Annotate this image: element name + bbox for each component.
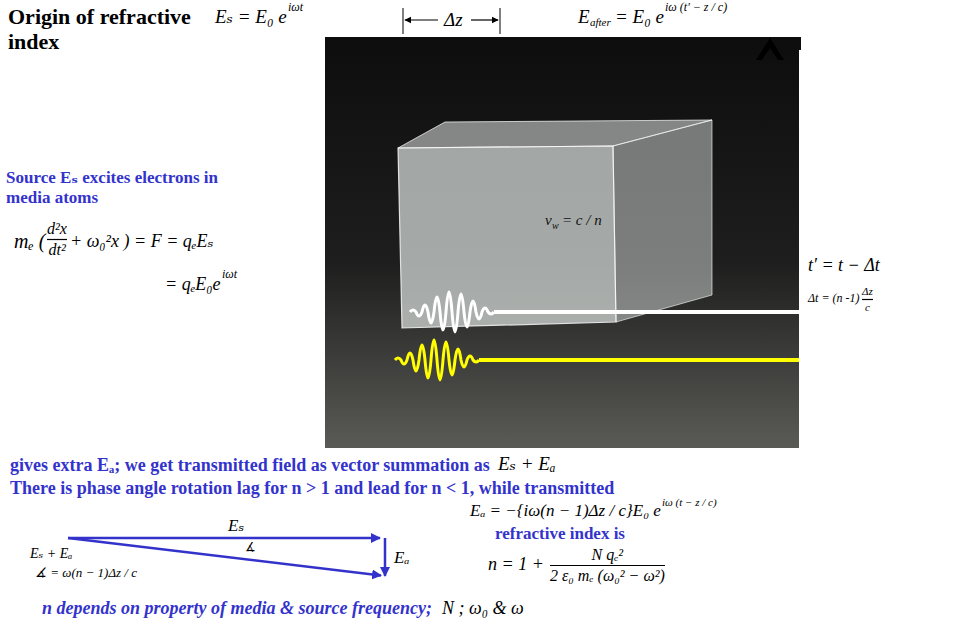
math-label: iω (t′ − z / c): [665, 1, 727, 15]
math-label: ∡ = ω(n − 1)Δz / c: [35, 566, 137, 581]
math-label: mₑ (: [14, 230, 45, 253]
wave-packet: [410, 292, 494, 332]
math-label: v: [545, 212, 552, 229]
math-label: Δz: [862, 285, 873, 298]
math-label: t′ = t − Δt: [808, 255, 880, 276]
math-label: Eₛ + Eₐ: [498, 453, 556, 475]
dimension-tick: [500, 8, 501, 34]
math-label: Eₛ + Eₐ: [30, 546, 72, 562]
dimension-arrow: [471, 19, 498, 20]
wave-packet: [395, 340, 479, 380]
math-label: Eₐ = −{iω(n − 1)Δz / c}E₀ e: [470, 501, 661, 521]
math-label: w: [552, 220, 559, 232]
math-label: Eₐ: [394, 548, 409, 568]
dimension-tick: [403, 8, 404, 34]
glass-cube-side: [613, 120, 712, 322]
math-label: Δt = (n -1): [808, 292, 859, 306]
math-label: c: [865, 301, 870, 314]
math-label: E: [578, 6, 590, 28]
math-label: iωt: [288, 1, 303, 15]
math-label: iω (t − z / c): [662, 496, 717, 509]
math-label: 2 ε₀ mₑ (ω₀² − ω²): [550, 567, 665, 585]
phasor-arrow: [384, 538, 387, 576]
beam-line: [494, 310, 801, 314]
math-label: N qₑ²: [592, 546, 624, 564]
fraction-bar: [550, 565, 665, 566]
math-label: n = 1 +: [488, 554, 544, 575]
caret-arrow: [756, 38, 784, 60]
math-label: Δz: [444, 9, 463, 31]
caption-text: gives extra Eₐ; we get transmitted field…: [10, 455, 490, 476]
math-label: N ; ω₀ & ω: [442, 598, 524, 619]
caption-text: There is phase angle rotation lag for n …: [10, 478, 614, 499]
caption-text: refractive index is: [495, 524, 625, 544]
math-label: after: [590, 16, 611, 29]
math-label: = qₑE₀e: [165, 274, 221, 295]
dimension-arrow: [405, 19, 438, 20]
caption-text: Source Eₛ excites electrons in media ato…: [6, 168, 234, 207]
math-label: ∡: [245, 541, 256, 555]
slide-title: Origin of refractive index: [8, 4, 208, 55]
caption-text: n depends on property of media & source …: [42, 598, 432, 619]
screen-line: [799, 50, 803, 448]
math-label: d²x: [47, 220, 67, 238]
photo-background: [325, 37, 801, 448]
math-label: iωt: [222, 268, 237, 282]
math-label: dt²: [49, 241, 66, 259]
glass-cube-front: [398, 146, 616, 328]
fraction-bar: [47, 239, 67, 240]
math-label: Eₛ: [228, 516, 244, 536]
math-label: + ω₀²x ) = F = qₑEₛ: [70, 231, 214, 252]
phasor-arrow: [68, 537, 380, 540]
math-label: = c / n: [562, 212, 602, 229]
fraction-bar: [862, 299, 873, 300]
beam-line: [479, 358, 801, 362]
math-label: = E₀ e: [615, 6, 664, 28]
math-label: Eₛ = E₀ e: [215, 6, 287, 28]
